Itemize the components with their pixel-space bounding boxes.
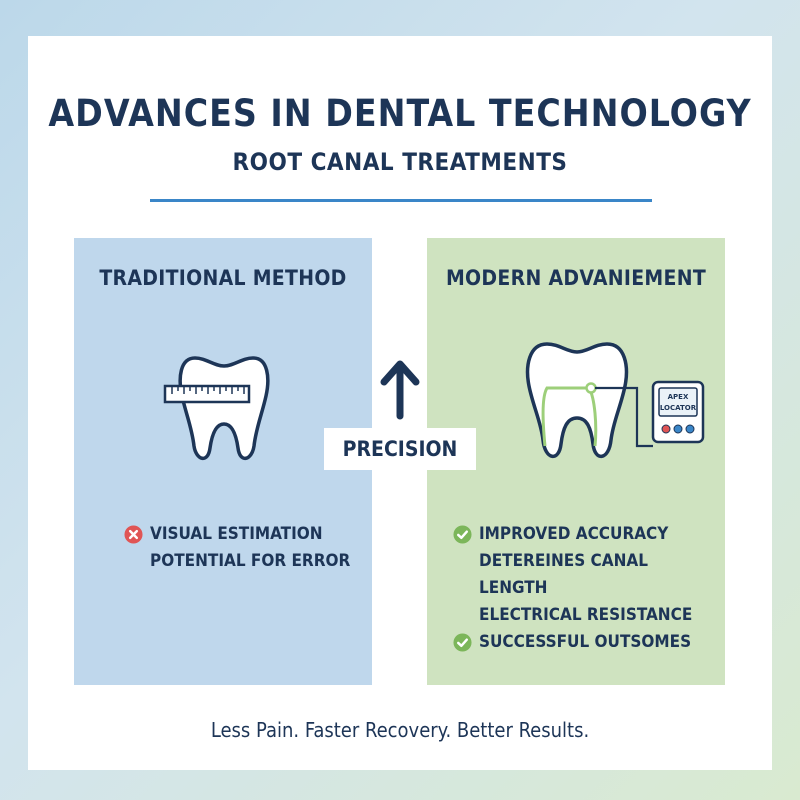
- traditional-method-heading: TRADITIONAL METHOD: [99, 266, 347, 290]
- list-item: ELECTRICAL RESISTANCE: [453, 602, 692, 629]
- list-item-text: IMPROVED ACCURACY: [479, 524, 669, 544]
- traditional-method-panel: TRADITIONAL METHOD VISUAL ESTIMATION: [74, 238, 372, 685]
- modern-advancement-heading: MODERN ADVANIEMENT: [445, 266, 707, 290]
- page-subtitle: ROOT CANAL TREATMENTS: [232, 148, 568, 176]
- device-label-locator: LOCATOR: [660, 404, 697, 412]
- traditional-points-list: VISUAL ESTIMATION POTENTIAL FOR ERROR: [124, 521, 350, 575]
- list-item: SUCCESSFUL OUTSOMES: [453, 629, 692, 656]
- x-circle-icon: [124, 525, 143, 544]
- list-item: VISUAL ESTIMATION: [124, 521, 350, 548]
- list-item: POTENTIAL FOR ERROR: [124, 548, 350, 575]
- list-item-text: POTENTIAL FOR ERROR: [150, 551, 351, 571]
- check-circle-icon: [453, 633, 472, 652]
- arrow-up-icon: [380, 360, 420, 420]
- list-item-text: SUCCESSFUL OUTSOMES: [479, 632, 692, 652]
- page-title: ADVANCES IN DENTAL TECHNOLOGY: [48, 92, 752, 135]
- tooth-with-apex-locator-icon: APEX LOCATOR: [525, 342, 705, 458]
- title-divider: [150, 199, 652, 202]
- list-item: LENGTH: [453, 575, 692, 602]
- list-item: DETEREINES CANAL: [453, 548, 692, 575]
- check-circle-icon: [453, 525, 472, 544]
- tooth-with-ruler-icon: [163, 356, 270, 460]
- list-item-text: LENGTH: [479, 578, 548, 598]
- modern-points-list: IMPROVED ACCURACY DETEREINES CANAL LENGT…: [453, 521, 692, 656]
- footer-tagline: Less Pain. Faster Recovery. Better Resul…: [210, 718, 590, 742]
- list-item-text: VISUAL ESTIMATION: [150, 524, 323, 544]
- precision-label: PRECISION: [324, 428, 476, 470]
- list-item: IMPROVED ACCURACY: [453, 521, 692, 548]
- list-item-text: ELECTRICAL RESISTANCE: [479, 605, 693, 625]
- infographic-card: ADVANCES IN DENTAL TECHNOLOGY ROOT CANAL…: [28, 36, 772, 770]
- list-item-text: DETEREINES CANAL: [479, 551, 648, 571]
- modern-advancement-panel: MODERN ADVANIEMENT APEX LOCATOR IMPROVED…: [427, 238, 725, 685]
- device-label-apex: APEX: [668, 393, 689, 401]
